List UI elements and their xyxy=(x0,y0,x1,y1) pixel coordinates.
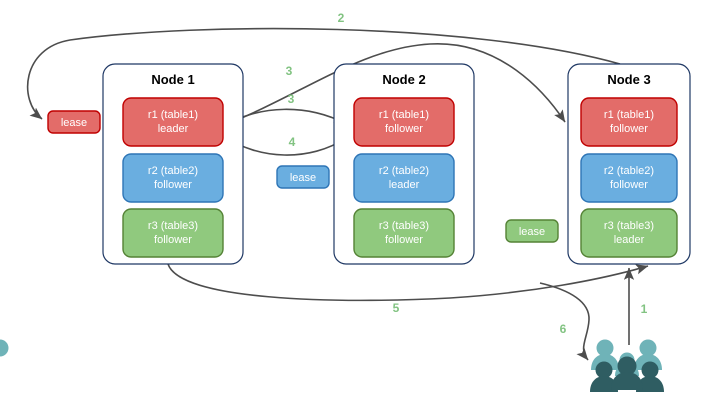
node-1-title: Node 1 xyxy=(151,72,194,87)
replica-name: r3 (table3) xyxy=(604,220,654,232)
edge-step-5 xyxy=(167,263,649,302)
replica-box[interactable] xyxy=(122,208,224,258)
edge-step-2 xyxy=(26,27,621,120)
replica-name: r3 (table3) xyxy=(379,220,429,232)
replica-role: leader xyxy=(389,179,420,191)
node-1-replica-r2[interactable]: r2 (table2) follower xyxy=(122,153,224,203)
node-1-replica-r1[interactable]: r1 (table1) leader xyxy=(122,97,224,147)
node-3-replica-r3[interactable]: r3 (table3) leader xyxy=(580,208,678,258)
node-2-replica-r1[interactable]: r1 (table1) follower xyxy=(353,97,455,147)
node-2-group[interactable]: Node 2 r1 (table1) follower r2 (table2) … xyxy=(333,63,475,265)
users-group-icon xyxy=(0,339,664,392)
node-3-replica-r1[interactable]: r1 (table1) follower xyxy=(580,97,678,147)
lease-label: lease xyxy=(61,117,87,129)
user-head-front-left xyxy=(595,361,613,379)
node-2-replica-r3[interactable]: r3 (table3) follower xyxy=(353,208,455,258)
lease-badge-green[interactable]: lease xyxy=(505,219,559,243)
user-body-front-right xyxy=(636,376,664,392)
node-3-replica-r2[interactable]: r2 (table2) follower xyxy=(580,153,678,203)
replica-role: follower xyxy=(154,179,192,191)
replica-name: r3 (table3) xyxy=(148,220,198,232)
replica-role: follower xyxy=(610,179,648,191)
replica-role: follower xyxy=(385,123,423,135)
step-label-3-upper: 3 xyxy=(286,64,293,78)
lease-badge-blue[interactable]: lease xyxy=(276,165,330,189)
replica-role: follower xyxy=(154,234,192,246)
user-head-back-right xyxy=(0,339,9,357)
replica-name: r2 (table2) xyxy=(604,165,654,177)
replica-role: follower xyxy=(385,234,423,246)
lease-box[interactable] xyxy=(505,219,559,243)
replica-name: r2 (table2) xyxy=(379,165,429,177)
replica-box[interactable] xyxy=(580,97,678,147)
lease-label: lease xyxy=(290,172,316,184)
replica-box[interactable] xyxy=(580,153,678,203)
step-label-5: 5 xyxy=(393,301,400,315)
step-label-1: 1 xyxy=(641,302,648,316)
replica-role: leader xyxy=(614,234,645,246)
user-head-front-center xyxy=(617,356,637,376)
step-label-4: 4 xyxy=(289,135,296,149)
user-head-back-left xyxy=(596,339,614,357)
replica-role: leader xyxy=(158,123,189,135)
replica-box[interactable] xyxy=(353,153,455,203)
replica-name: r1 (table1) xyxy=(148,109,198,121)
user-head-back-right-2 xyxy=(639,339,657,357)
replica-box[interactable] xyxy=(353,208,455,258)
replica-name: r1 (table1) xyxy=(379,109,429,121)
edge-step-3-upper xyxy=(221,43,566,127)
replica-box[interactable] xyxy=(122,97,224,147)
step-label-2: 2 xyxy=(338,11,345,25)
replica-name: r1 (table1) xyxy=(604,109,654,121)
node-2-replica-r2[interactable]: r2 (table2) leader xyxy=(353,153,455,203)
replica-box[interactable] xyxy=(353,97,455,147)
node-1-group[interactable]: Node 1 r1 (table1) leader r2 (table2) fo… xyxy=(102,63,244,265)
node-2-title: Node 2 xyxy=(382,72,425,87)
node-1-replica-r3[interactable]: r3 (table3) follower xyxy=(122,208,224,258)
step-label-6: 6 xyxy=(560,322,567,336)
user-body-front-center xyxy=(611,372,643,390)
user-head-front-right xyxy=(641,361,659,379)
node-3-group[interactable]: Node 3 r1 (table1) follower r2 (table2) … xyxy=(567,63,691,265)
replica-box[interactable] xyxy=(122,153,224,203)
step-label-3-lower: 3 xyxy=(288,92,295,106)
replica-role: follower xyxy=(610,123,648,135)
lease-box[interactable] xyxy=(276,165,330,189)
replica-name: r2 (table2) xyxy=(148,165,198,177)
lease-box[interactable] xyxy=(47,110,101,134)
lease-label: lease xyxy=(519,226,545,238)
user-body-front-left xyxy=(590,376,618,392)
node-3-title: Node 3 xyxy=(607,72,650,87)
edge-step-6 xyxy=(539,282,590,361)
replica-box[interactable] xyxy=(580,208,678,258)
lease-badge-red[interactable]: lease xyxy=(47,110,101,134)
